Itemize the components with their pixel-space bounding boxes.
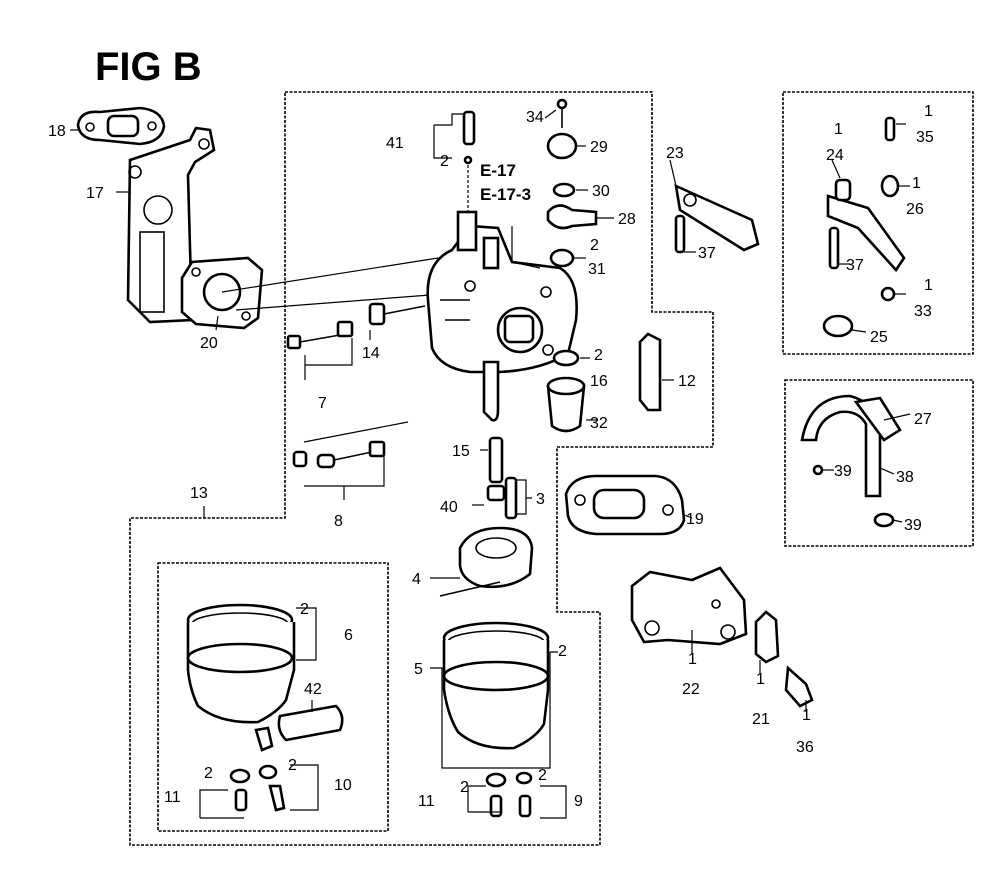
jet-32 <box>546 384 586 433</box>
callout-1-22: 1 <box>688 651 697 668</box>
callout-12: 12 <box>678 373 696 390</box>
pilot-screw-14 <box>368 302 426 326</box>
callout-2-9: 2 <box>538 767 547 784</box>
main-assembly-frame <box>129 91 714 846</box>
spring-31 <box>549 248 575 268</box>
throttle-stop-screw-7 <box>286 320 354 350</box>
callout-18: 18 <box>48 123 66 140</box>
spring-26 <box>880 174 900 198</box>
callout-41: 41 <box>386 135 404 152</box>
clamp-21 <box>754 610 780 664</box>
callout-29: 29 <box>590 139 608 156</box>
seal-30 <box>552 182 576 198</box>
callout-6: 6 <box>344 627 353 644</box>
callout-1-36: 1 <box>802 707 811 724</box>
lever-kit-frame <box>782 91 974 355</box>
callout-14: 14 <box>362 345 380 362</box>
callout-2-31: 2 <box>590 237 599 254</box>
screw-set-8 <box>292 421 409 469</box>
callout-20: 20 <box>200 335 218 352</box>
callout-11b: 11 <box>418 793 435 810</box>
callout-35: 35 <box>916 129 934 146</box>
callout-21: 21 <box>752 711 770 728</box>
choke-lever-28 <box>546 204 598 230</box>
callout-28: 28 <box>618 211 636 228</box>
callout-1-33: 1 <box>924 277 933 294</box>
o-ring-16 <box>552 349 580 367</box>
insulator-19 <box>564 474 686 536</box>
callout-34: 34 <box>526 109 544 126</box>
callout-2-16: 2 <box>594 347 603 364</box>
callout-17: 17 <box>86 185 104 202</box>
screw-35 <box>884 116 896 142</box>
callout-2-10: 2 <box>288 757 297 774</box>
callout-38: 38 <box>896 469 914 486</box>
callout-2-6: 2 <box>300 601 309 618</box>
callout-19: 19 <box>686 511 704 528</box>
float-bowl-6 <box>186 603 344 812</box>
callout-39a: 39 <box>834 463 852 480</box>
callout-27: 27 <box>914 411 932 428</box>
callout-10: 10 <box>334 777 352 794</box>
main-jet-15 <box>486 436 518 520</box>
fuel-cock-24 <box>826 178 906 273</box>
callout-13: 13 <box>190 485 208 502</box>
callout-24: 24 <box>826 147 844 164</box>
callout-22: 22 <box>682 681 700 698</box>
gasket-20 <box>180 256 264 330</box>
float-bowl-5 <box>442 621 550 818</box>
gasket-12 <box>638 332 662 412</box>
callout-40: 40 <box>440 499 458 516</box>
callout-26: 26 <box>906 201 924 218</box>
fuel-tube-38 <box>800 394 902 528</box>
callout-2-11a: 2 <box>204 765 213 782</box>
carburetor-body <box>426 210 578 422</box>
callout-37a: 37 <box>698 245 716 262</box>
callout-11a: 11 <box>164 789 181 806</box>
callout-25: 25 <box>870 329 888 346</box>
gear-25 <box>822 314 854 338</box>
callout-42: 42 <box>304 681 322 698</box>
callout-4: 4 <box>412 571 421 588</box>
callout-32: 32 <box>590 415 608 432</box>
nut-33 <box>880 286 896 302</box>
ref-e-17-3: E-17-3 <box>480 185 531 204</box>
callout-33: 33 <box>914 303 932 320</box>
screw-41 <box>462 110 476 212</box>
callout-8: 8 <box>334 513 343 530</box>
callout-23: 23 <box>666 145 684 162</box>
callout-1-26: 1 <box>912 175 921 192</box>
bolt-36 <box>784 665 814 708</box>
callout-2-11b: 2 <box>460 779 469 796</box>
ref-e-17: E-17 <box>480 161 516 180</box>
callout-1-24: 1 <box>834 121 843 138</box>
callout-3: 3 <box>536 491 545 508</box>
gasket-18 <box>76 106 166 146</box>
bracket-22 <box>630 566 748 646</box>
callout-1-35: 1 <box>924 103 933 120</box>
callout-15: 15 <box>452 443 470 460</box>
fuel-tube-frame <box>784 379 974 547</box>
float-4 <box>439 526 534 597</box>
callout-2-5: 2 <box>558 643 567 660</box>
callout-2-41: 2 <box>440 153 449 170</box>
callout-30: 30 <box>592 183 610 200</box>
figure-title: FIG B <box>95 45 202 89</box>
callout-39b: 39 <box>904 517 922 534</box>
lever-23 <box>674 183 760 254</box>
callout-37b: 37 <box>846 257 864 274</box>
callout-9: 9 <box>574 793 583 810</box>
bracket-17 <box>126 126 216 324</box>
callout-5: 5 <box>414 661 423 678</box>
callout-16: 16 <box>590 373 608 390</box>
bowl-kit-frame <box>157 562 389 832</box>
callout-1-21: 1 <box>756 671 765 688</box>
callout-31: 31 <box>588 261 606 278</box>
callout-7: 7 <box>318 395 327 412</box>
callout-36: 36 <box>796 739 814 756</box>
choke-valve-29 <box>546 98 578 160</box>
